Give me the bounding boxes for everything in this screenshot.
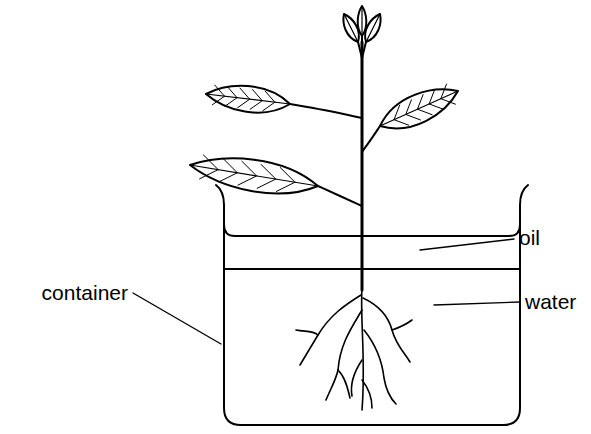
oil-water-boundary [224,268,520,270]
leaves [190,6,458,206]
leader-line [420,239,514,250]
stem [361,42,364,290]
oil-surface [224,225,520,236]
leader-line [434,302,520,305]
roots [296,288,412,410]
container-outline [216,185,528,425]
part-label: container [42,281,128,305]
part-label: oil [519,226,540,250]
part-label: water [525,290,576,314]
leader-line [133,293,221,344]
